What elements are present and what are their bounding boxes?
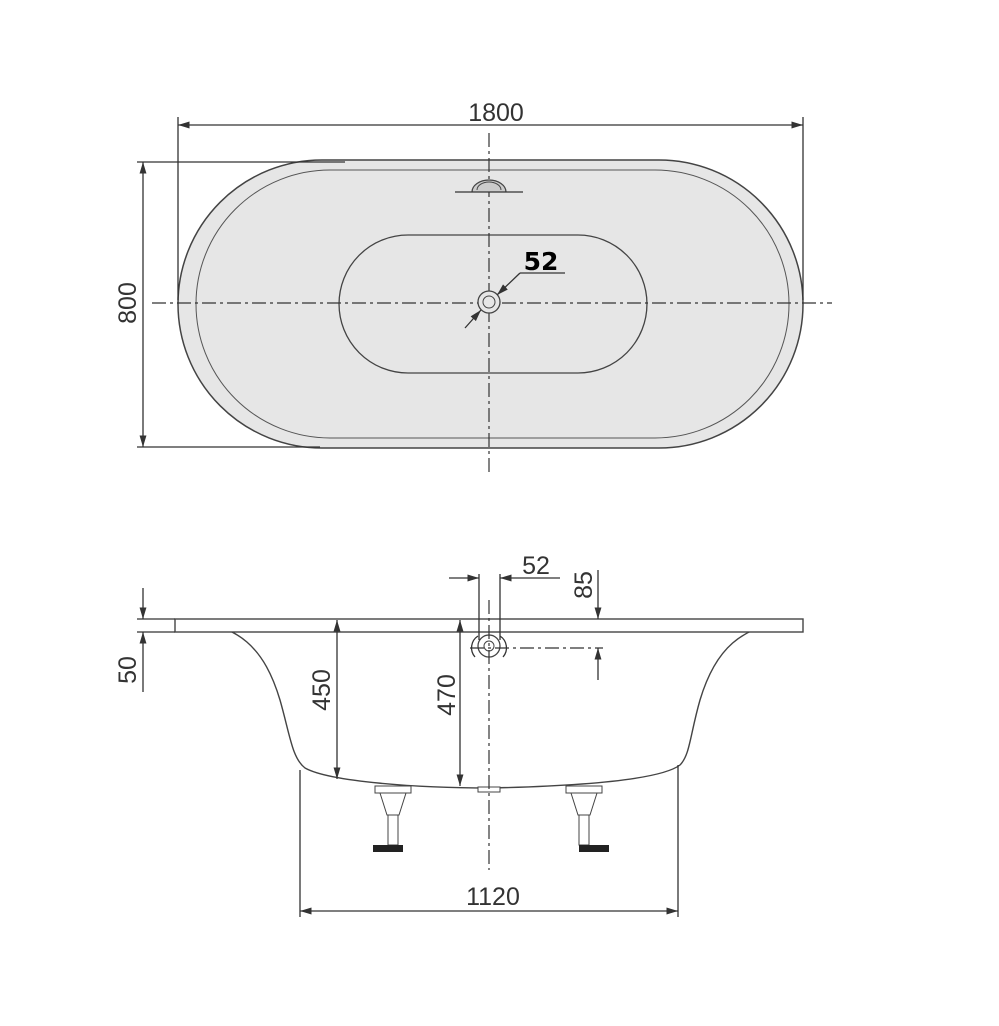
drain-diameter-label: 52 [524,247,559,276]
drain-leader-line [496,272,521,296]
basin-outline [338,234,648,374]
overflow-offset-label: 85 [570,571,598,599]
drain-icon [477,290,501,314]
top-view: 1800 800 52 [114,99,832,472]
overflow-icon [455,179,523,193]
overflow-diameter-label: 52 [522,552,550,580]
right-leg-icon [565,785,609,852]
side-view: 50 450 470 52 85 1120 [114,552,804,917]
tub-rim-inner [195,169,790,439]
width-label: 800 [114,282,142,324]
inner-depth-label: 450 [308,669,336,711]
left-leg-icon [373,785,412,852]
rim-thickness-label: 50 [114,656,142,684]
length-label: 1800 [468,99,524,127]
base-width-label: 1120 [466,883,520,911]
drain-depth-label: 470 [433,674,461,716]
